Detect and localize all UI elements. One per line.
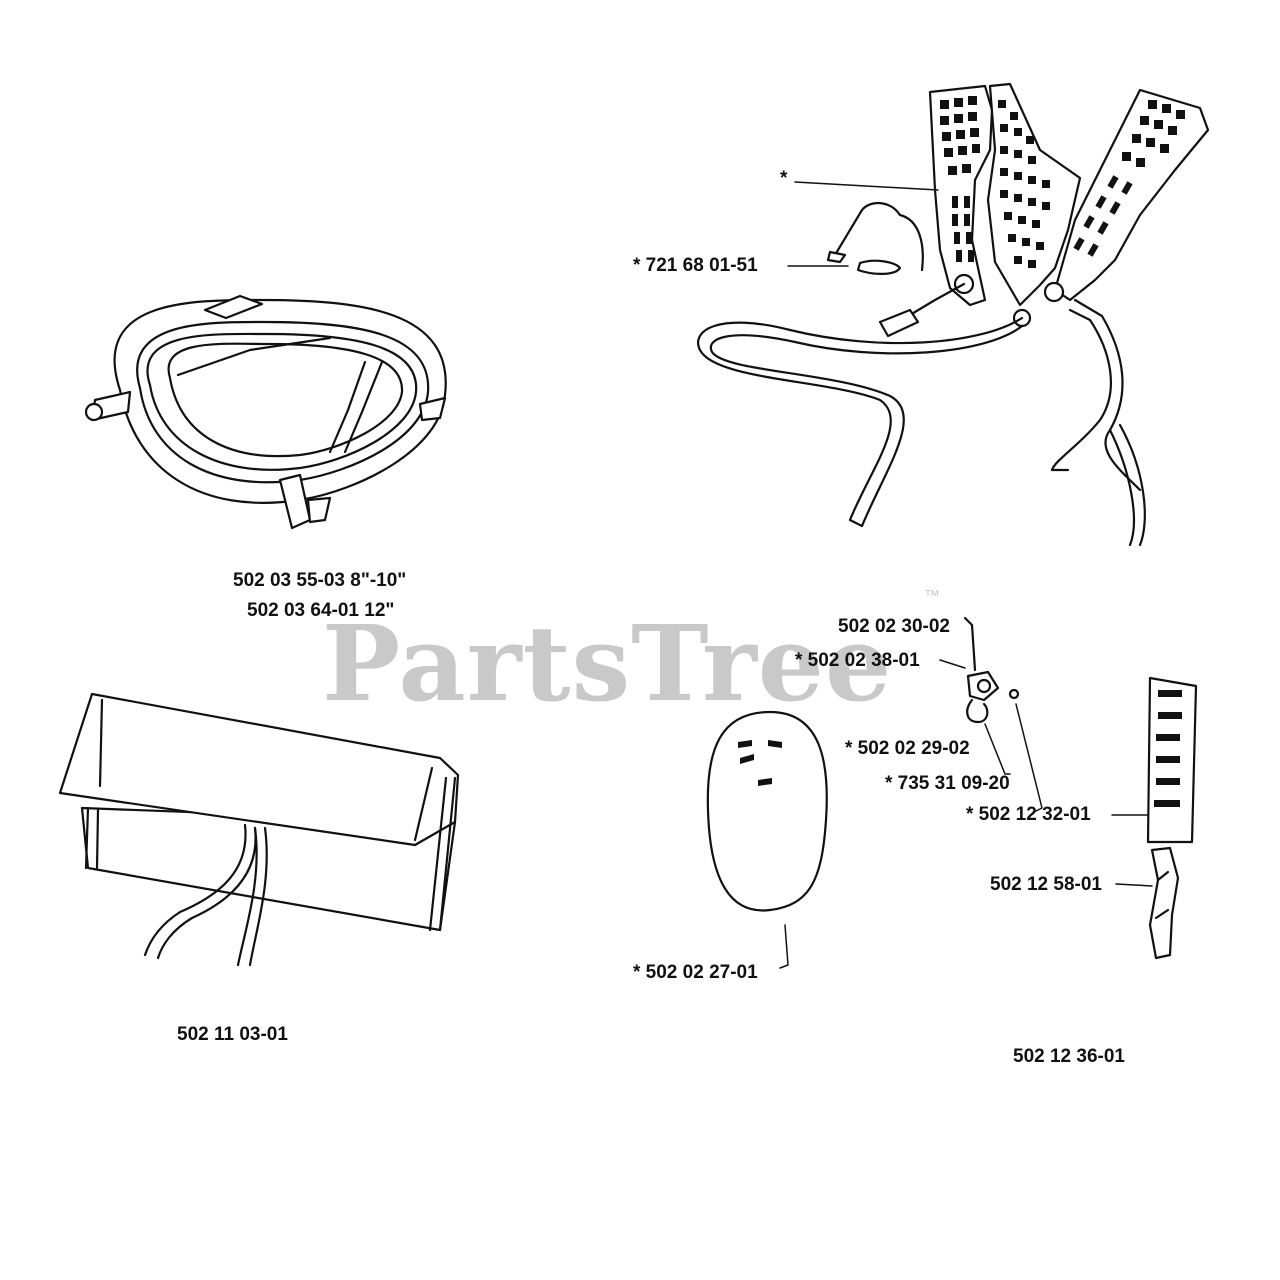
label-ring-a: 502 03 55-03 8"-10" [233, 570, 407, 591]
buckle-kit-icon [939, 616, 1043, 813]
watermark-tm: ™ [924, 588, 940, 605]
label-bag: 502 11 03-01 [177, 1024, 288, 1045]
label-kit-a: 502 02 30-02 [838, 616, 950, 637]
label-strap-a: * 502 12 32-01 [966, 804, 1091, 825]
label-strap-b: 502 12 58-01 [990, 874, 1102, 895]
label-harness: * [780, 168, 788, 189]
label-strap-set: 502 12 36-01 [1013, 1046, 1125, 1067]
guard-ring-icon [84, 294, 447, 530]
watermark-logo: PartsTree [322, 602, 893, 725]
label-snap-hook: * 721 68 01-51 [633, 255, 758, 276]
label-kit-c: * 502 02 29-02 [845, 738, 970, 759]
label-hip-pad: * 502 02 27-01 [633, 962, 758, 983]
harness-icon [697, 82, 1210, 547]
bag-icon [58, 692, 460, 967]
label-ring-b: 502 03 64-01 12" [247, 600, 395, 621]
label-kit-b: * 502 02 38-01 [795, 650, 920, 671]
strap-icon [1111, 676, 1198, 960]
hip-pad-icon [706, 710, 828, 969]
label-kit-d: * 735 31 09-20 [885, 773, 1010, 794]
